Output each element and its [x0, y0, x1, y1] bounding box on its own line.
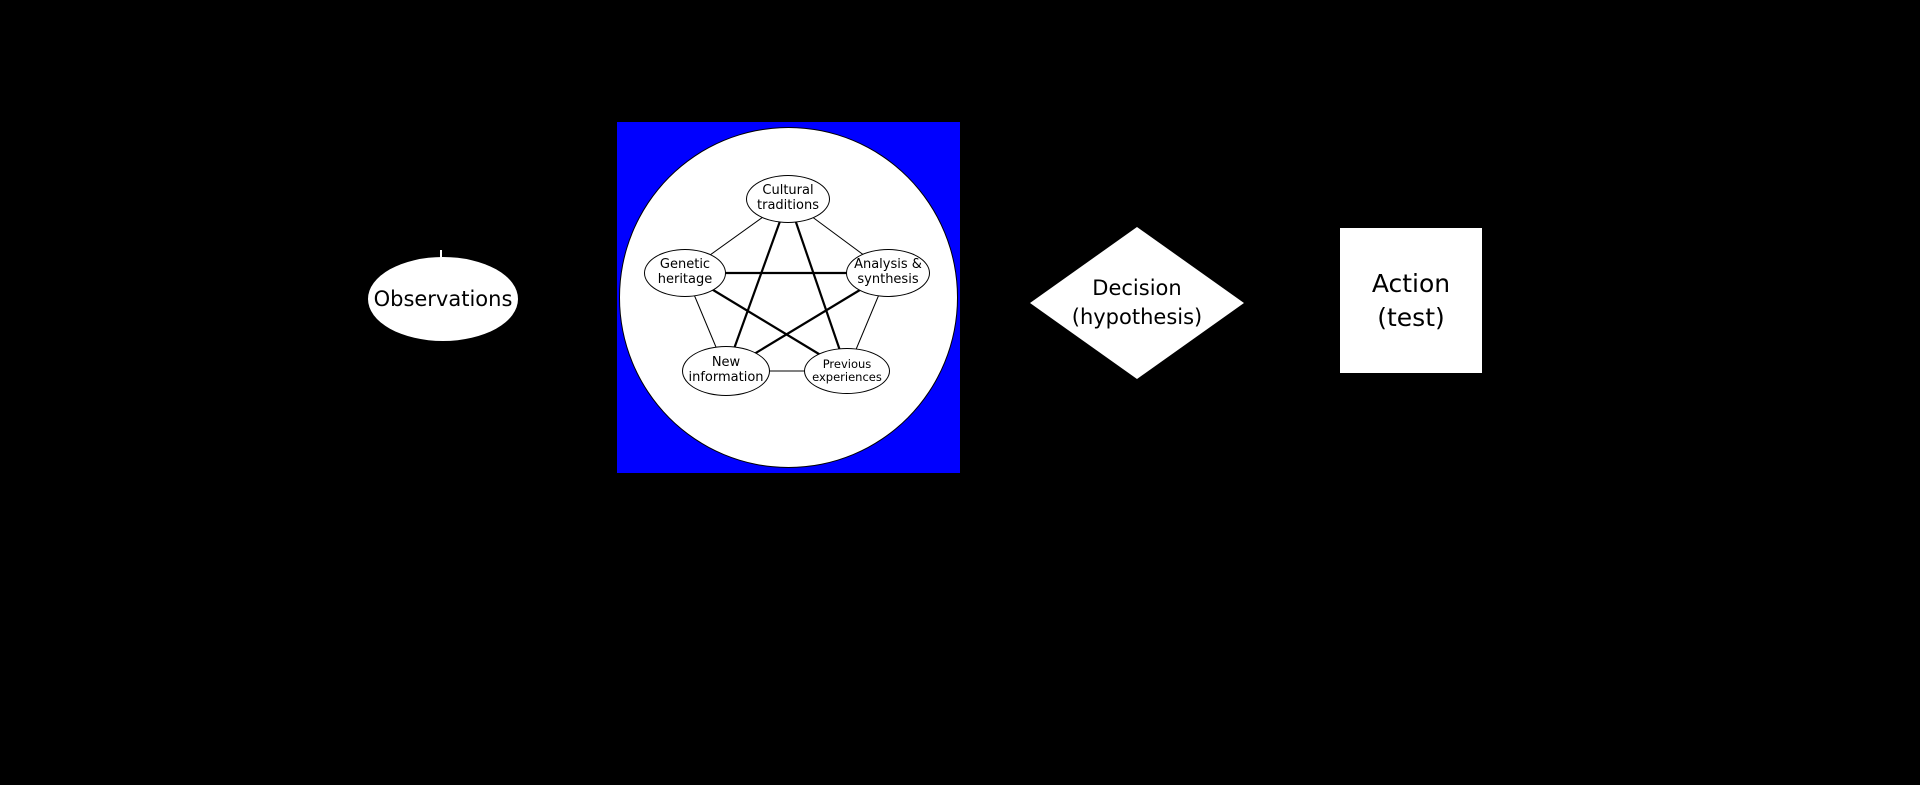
- decision-label-line2: (hypothesis): [1071, 305, 1203, 329]
- observations-label: Observations: [373, 287, 513, 311]
- new-information-label-line2: information: [688, 370, 764, 385]
- action-label-line2: (test): [1377, 302, 1445, 332]
- new-information-node: New information: [682, 346, 770, 396]
- decision-label-line1: Decision: [1092, 275, 1182, 300]
- previous-experiences-label-line2: experiences: [812, 370, 882, 384]
- genetic-heritage-node: Genetic heritage: [644, 249, 726, 297]
- action-label-line1: Action: [1371, 268, 1451, 298]
- new-information-label-line1: New: [711, 355, 741, 371]
- arrow-tip-icon: [440, 250, 442, 259]
- previous-experiences-node: Previous experiences: [804, 348, 890, 394]
- decision-node: Decision (hypothesis): [1030, 227, 1244, 379]
- genetic-heritage-label-line2: heritage: [657, 272, 713, 287]
- previous-experiences-label-line1: Previous: [822, 356, 872, 371]
- analysis-synthesis-node: Analysis & synthesis: [846, 249, 930, 297]
- analysis-synthesis-label-line2: synthesis: [857, 272, 919, 287]
- analysis-synthesis-label-line1: Analysis &: [854, 257, 922, 273]
- genetic-heritage-label-line1: Genetic: [659, 257, 711, 273]
- observations-node: Observations: [368, 257, 518, 341]
- action-node: Action (test): [1340, 228, 1482, 373]
- cultural-traditions-label-line1: Cultural: [762, 183, 814, 199]
- cultural-traditions-label-line2: traditions: [757, 198, 819, 213]
- cultural-traditions-node: Cultural traditions: [746, 175, 830, 223]
- intuition-box: Cultural traditions Genetic heritage Ana…: [617, 122, 960, 473]
